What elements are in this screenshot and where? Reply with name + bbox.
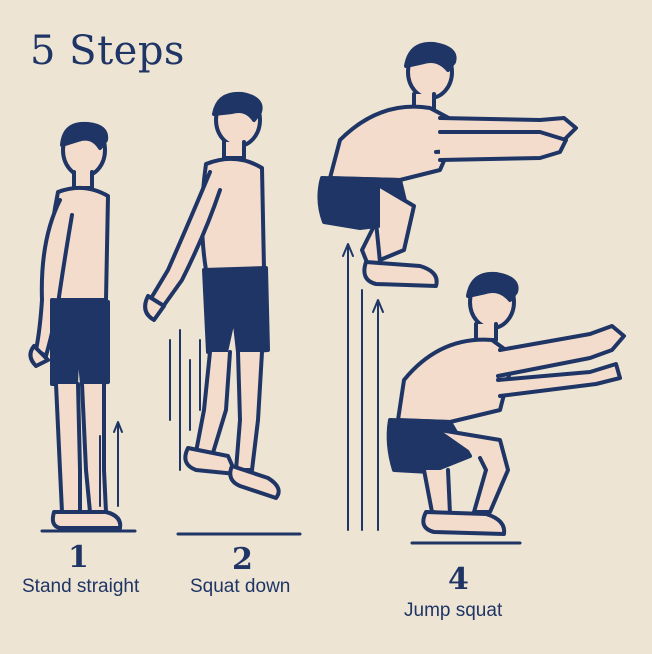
- step-2-number: 2: [232, 542, 253, 577]
- page-title: 5 Steps: [30, 28, 185, 74]
- figure-jump: [317, 41, 578, 531]
- step-1-number: 1: [68, 540, 89, 575]
- step-4-number: 4: [448, 562, 469, 597]
- step-1-label: Stand straight: [22, 576, 140, 597]
- figure-standing: [28, 121, 137, 533]
- step-2-label: Squat down: [190, 576, 291, 597]
- figure-squat-down: [143, 91, 302, 536]
- figure-squat-arms: [386, 271, 626, 545]
- step-4-label: Jump squat: [404, 600, 503, 621]
